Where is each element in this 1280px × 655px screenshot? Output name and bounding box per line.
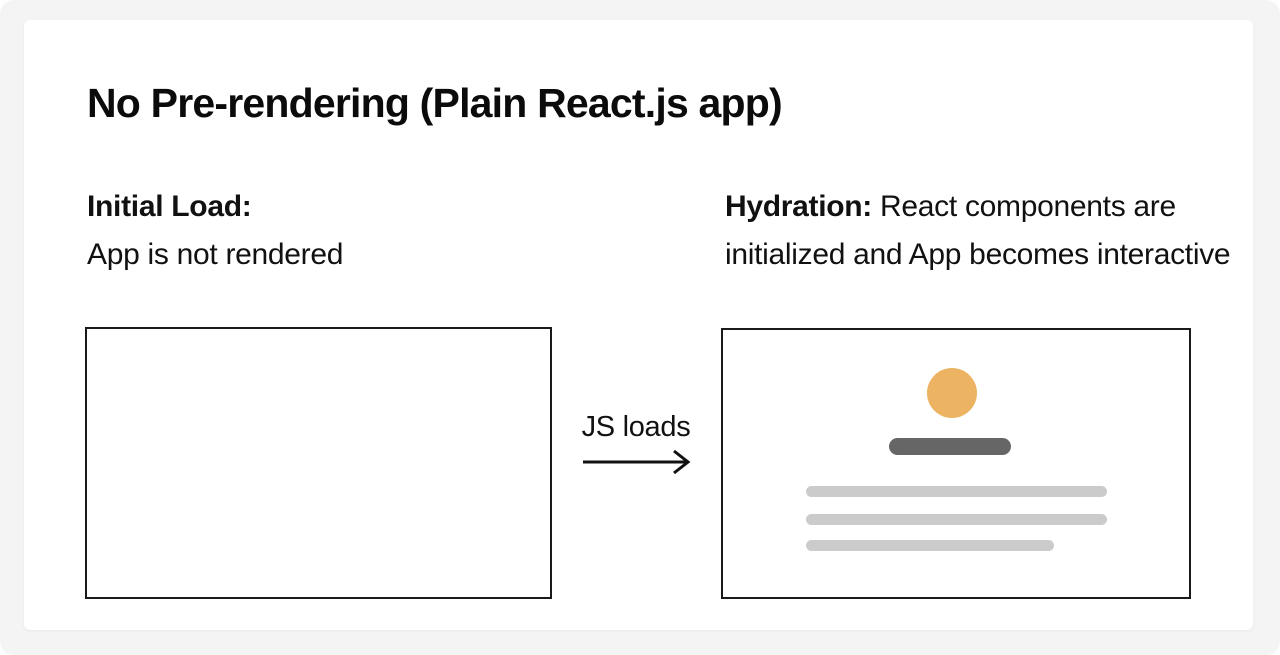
initial-load-label: Initial Load: xyxy=(87,190,252,223)
initial-load-note: Initial Load: App is not rendered xyxy=(87,183,343,279)
hydrated-app-box xyxy=(721,328,1191,599)
initial-load-description: App is not rendered xyxy=(87,238,344,271)
hydration-line2: initialized and App becomes interactive xyxy=(725,238,1231,271)
text-placeholder-bar xyxy=(806,540,1054,551)
js-loads-label: JS loads xyxy=(581,411,691,443)
initial-load-label-line: Initial Load: xyxy=(87,183,343,231)
text-placeholder-bar xyxy=(806,514,1107,525)
hydration-label: Hydration: xyxy=(725,190,873,223)
initial-load-box xyxy=(85,327,552,599)
diagram-card: No Pre-rendering (Plain React.js app) In… xyxy=(24,20,1253,630)
arrow-right-icon xyxy=(583,449,691,475)
heading-placeholder-bar xyxy=(889,438,1011,455)
diagram-title: No Pre-rendering (Plain React.js app) xyxy=(87,80,783,126)
hydration-label-line: Hydration: React components are xyxy=(725,183,1230,231)
image-placeholder-circle xyxy=(927,368,977,418)
hydration-line1-rest: React components are xyxy=(872,190,1176,223)
text-placeholder-bar xyxy=(806,486,1107,497)
hydration-note: Hydration: React components are initiali… xyxy=(725,183,1231,279)
